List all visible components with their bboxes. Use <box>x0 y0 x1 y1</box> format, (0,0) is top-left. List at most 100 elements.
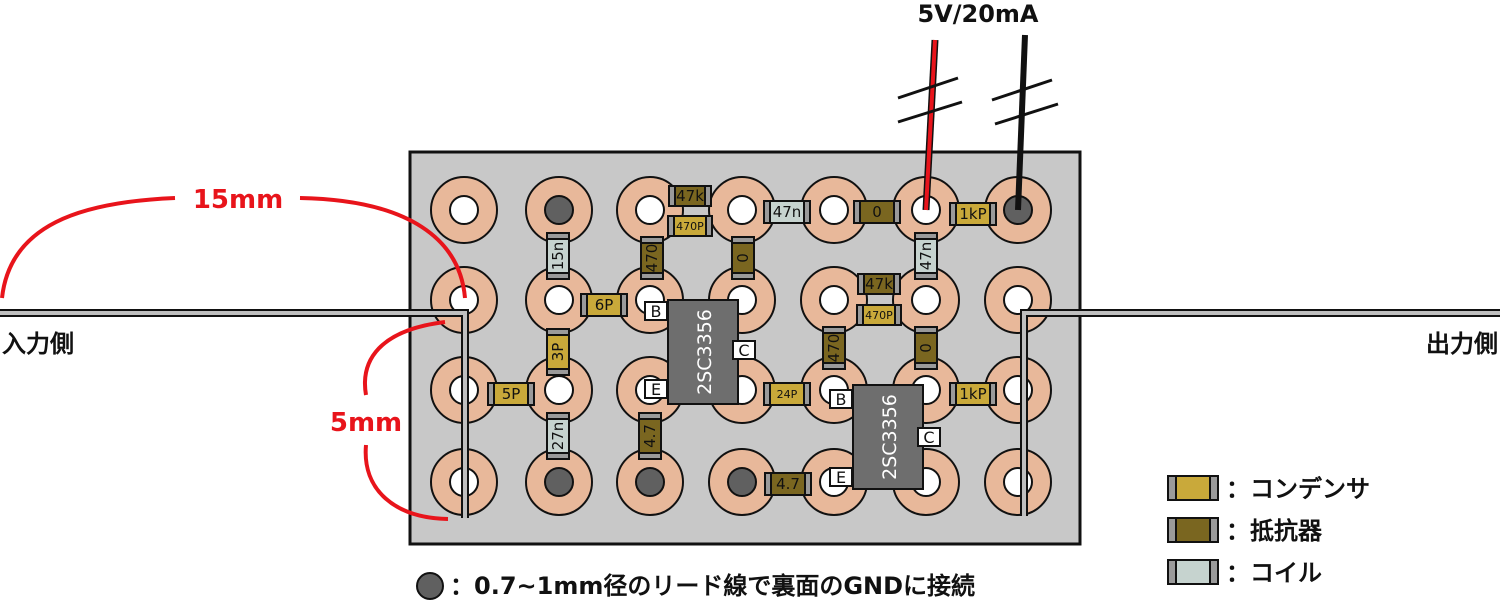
positive-lead <box>924 39 937 211</box>
coil-l-15n: 15n <box>546 232 570 280</box>
coil-l-27n: 27n <box>546 412 570 460</box>
capacitor-c-470p-top: 470P <box>667 215 713 237</box>
capacitor-c-24p: 24P <box>763 382 811 406</box>
capacitor-c-1kp-top: 1kP <box>949 202 997 226</box>
r-0-top-label: 0 <box>872 203 882 221</box>
ground-lead <box>1015 34 1028 211</box>
pad-hole <box>544 285 574 315</box>
capacitor-c-6p: 6P <box>580 293 628 317</box>
legend: ：コンデンサ ：抵抗器 ：コイル ：0.7~1mm径のリード線で裏面のGNDに接… <box>416 475 1370 600</box>
c-1kp-mid-label: 1kP <box>959 385 986 403</box>
capacitor-c-3p: 3P <box>546 328 570 376</box>
break-mark-b1 <box>991 78 1053 102</box>
resistor-r-470-a: 470 <box>640 236 664 280</box>
resistor-r-470-b: 470 <box>822 326 846 370</box>
pin-b1-label: B <box>651 302 662 321</box>
resistor-r-4-7-a: 4.7 <box>638 412 662 460</box>
capacitor-c-470p-mid: 470P <box>856 304 902 326</box>
dim-5-arc-bottom <box>363 444 449 521</box>
dim-5-arc-top <box>363 320 446 396</box>
resistor-r-0-top: 0 <box>853 200 901 224</box>
pin-c1-label: C <box>738 341 749 360</box>
pin-c2-label: C <box>923 428 934 447</box>
coil-l-47n-top: 47n <box>763 200 811 224</box>
capacitor-c-5p: 5P <box>487 382 535 406</box>
c-5p-label: 5P <box>502 385 521 403</box>
output-side-label: 出力側 <box>1426 330 1498 358</box>
pin-b2: B <box>829 389 853 409</box>
pin-e2: E <box>829 467 853 487</box>
r-0-b-label: 0 <box>917 343 935 353</box>
pin-e1: E <box>644 379 668 399</box>
pad-hole <box>911 285 941 315</box>
legend-resistor: ：抵抗器 <box>1167 517 1323 545</box>
gnd-via <box>635 467 665 497</box>
l-15n-label: 15n <box>549 242 567 271</box>
c-24p-label: 24P <box>777 388 798 401</box>
r-470-a-label: 470 <box>643 244 661 273</box>
transistor-2: 2SC3356 <box>852 384 924 490</box>
coil-l-47n-right: 47n <box>914 232 938 280</box>
pin-e1-label: E <box>651 380 661 399</box>
l-47n-top-label: 47n <box>773 203 802 221</box>
legend-via-label: ：0.7~1mm径のリード線で裏面のGNDに接続 <box>450 572 975 600</box>
legend-capacitor: ：コンデンサ <box>1167 475 1370 503</box>
pad-hole <box>819 195 849 225</box>
c-3p-label: 3P <box>549 343 567 362</box>
power-leads <box>897 34 1059 211</box>
pad-hole <box>1003 285 1033 315</box>
dim-5-label: 5mm <box>330 408 402 438</box>
gnd-via <box>727 467 757 497</box>
dim-15-arc-left <box>0 196 176 299</box>
output-wire <box>1022 311 1500 516</box>
l-47n-right-label: 47n <box>917 242 935 271</box>
transistor-1: 2SC3356 <box>667 299 739 405</box>
dim-15-arc-right <box>299 196 467 299</box>
pad-hole <box>727 195 757 225</box>
ic-label-2: 2SC3356 <box>879 394 901 480</box>
c-6p-label: 6P <box>595 296 614 314</box>
pad-hole <box>449 195 479 225</box>
r-4-7-b-label: 4.7 <box>776 475 800 493</box>
ic-body-1 <box>667 299 739 405</box>
component-layer: 47k 470P 470 0 47n 0 1kP 15n 6P 3P 5P 27n 4.7 4.7 24P 4… <box>487 185 997 496</box>
dimension-marks: 15mm 5mm <box>0 185 467 521</box>
ic-label-1: 2SC3356 <box>694 309 716 395</box>
pad-hole <box>819 285 849 315</box>
resistor-r-47k-top: 47k <box>668 185 712 207</box>
r-0-a-label: 0 <box>734 253 752 263</box>
legend-via: ：0.7~1mm径のリード線で裏面のGNDに接続 <box>416 572 975 600</box>
r-47k-top-label: 47k <box>676 187 704 205</box>
resistor-r-4-7-b: 4.7 <box>764 472 812 496</box>
input-side-label: 入力側 <box>2 330 74 358</box>
r-47k-mid-label: 47k <box>865 275 893 293</box>
break-mark-a2 <box>897 100 963 124</box>
legend-coil: ：コイル <box>1167 559 1322 587</box>
pin-b1: B <box>644 301 668 321</box>
resistor-r-0-b: 0 <box>914 326 938 370</box>
input-wire <box>0 311 467 518</box>
pin-c2: C <box>917 427 941 447</box>
c-1kp-top-label: 1kP <box>959 205 986 223</box>
c-470p-mid-label: 470P <box>865 309 893 322</box>
ic-body-2 <box>852 384 924 490</box>
break-mark-a1 <box>897 76 959 100</box>
gnd-via <box>544 467 574 497</box>
legend-coil-label: ：コイル <box>1226 559 1322 587</box>
gnd-via <box>544 195 574 225</box>
legend-capacitor-label: ：コンデンサ <box>1226 475 1370 503</box>
io-wires <box>0 309 1500 518</box>
dim-15-label: 15mm <box>193 185 283 215</box>
pad-hole <box>544 375 574 405</box>
resistor-r-0-a: 0 <box>731 236 755 280</box>
pin-e2-label: E <box>836 468 846 487</box>
break-mark-b2 <box>994 102 1059 126</box>
via-dot-icon <box>416 572 444 600</box>
r-470-b-label: 470 <box>825 334 843 363</box>
power-label: 5V/20mA <box>917 0 1038 28</box>
pin-c1: C <box>732 340 756 360</box>
pin-b2-label: B <box>836 390 847 409</box>
l-27n-label: 27n <box>549 422 567 451</box>
r-4-7-a-label: 4.7 <box>641 424 659 448</box>
